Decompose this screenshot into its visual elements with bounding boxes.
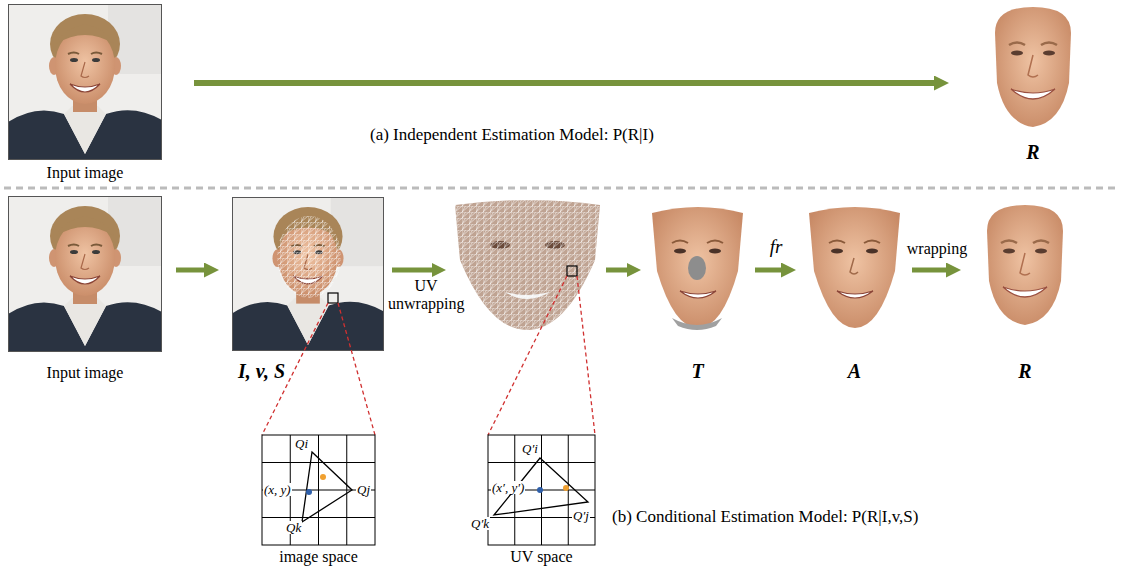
sample-dot	[563, 485, 569, 491]
input-photo-art	[8, 4, 162, 160]
process-label: UV unwrapping	[388, 277, 464, 312]
texture-map: T	[650, 205, 745, 382]
flow-arrow	[194, 80, 934, 86]
zoom-leader	[262, 276, 595, 435]
process-arrow	[392, 268, 432, 273]
node-label: Input image	[47, 364, 124, 382]
flow-arrow	[755, 268, 781, 273]
node-label: A	[848, 360, 861, 382]
sample-dot	[537, 487, 543, 493]
uv-map	[455, 200, 600, 330]
vertex-label: Qi	[294, 437, 309, 450]
node-label: I, v, S	[238, 360, 285, 382]
node-label: T	[691, 360, 703, 382]
albedo-art	[809, 207, 900, 328]
face-mesh	[277, 216, 341, 298]
fitted-mesh-photo: I, v, S	[232, 196, 384, 382]
point-label: (x′, y′)	[491, 481, 525, 494]
uv-grid	[488, 435, 595, 545]
caption: (b) Conditional Estimation Model: P(R|I,…	[612, 508, 918, 527]
occluded-patch	[688, 256, 706, 280]
process-arrow	[606, 268, 627, 273]
zoom-marker	[328, 293, 338, 303]
node-label: image space	[279, 548, 358, 566]
input-photo: Input image	[6, 4, 164, 182]
mesh-photo-art	[232, 197, 384, 351]
vertex-label: Q′j	[572, 509, 590, 522]
node-label: R	[1018, 360, 1031, 382]
input-photo: Input image	[6, 196, 164, 382]
point-label: (x, y)	[263, 483, 292, 496]
sample-dot	[320, 474, 326, 480]
pixel-grid	[262, 435, 375, 545]
texture-art	[652, 207, 743, 328]
edge-label: fr	[768, 237, 785, 258]
input-photo-art	[8, 196, 162, 352]
result-face-art	[995, 7, 1071, 127]
nose-shade	[850, 258, 858, 274]
albedo-map: A	[807, 205, 902, 382]
caption: (a) Independent Estimation Model: P(R|I)	[370, 126, 654, 145]
result-face-art	[987, 205, 1063, 325]
result-face: R	[980, 5, 1086, 163]
edge-label: wrapping	[905, 240, 969, 258]
node-label: R	[1026, 141, 1039, 163]
mesh-triangle	[302, 452, 352, 522]
vertex-label: Qk	[285, 521, 302, 534]
zoom-grid: UV space	[484, 430, 599, 566]
flow-arrow	[176, 268, 204, 273]
node-label: UV space	[510, 548, 572, 566]
zoom-grid: image space	[258, 430, 379, 566]
sample-dot	[306, 489, 312, 495]
node-label: Input image	[47, 164, 124, 182]
occluded-patch	[672, 318, 722, 330]
vertex-label: Qj	[356, 483, 371, 496]
flow-arrow	[912, 268, 946, 273]
zoom-marker	[567, 266, 577, 276]
result-face: R	[972, 203, 1078, 382]
vertex-label: Q′i	[521, 442, 539, 455]
vertex-label: Q′k	[470, 517, 490, 530]
separator	[4, 187, 1117, 190]
